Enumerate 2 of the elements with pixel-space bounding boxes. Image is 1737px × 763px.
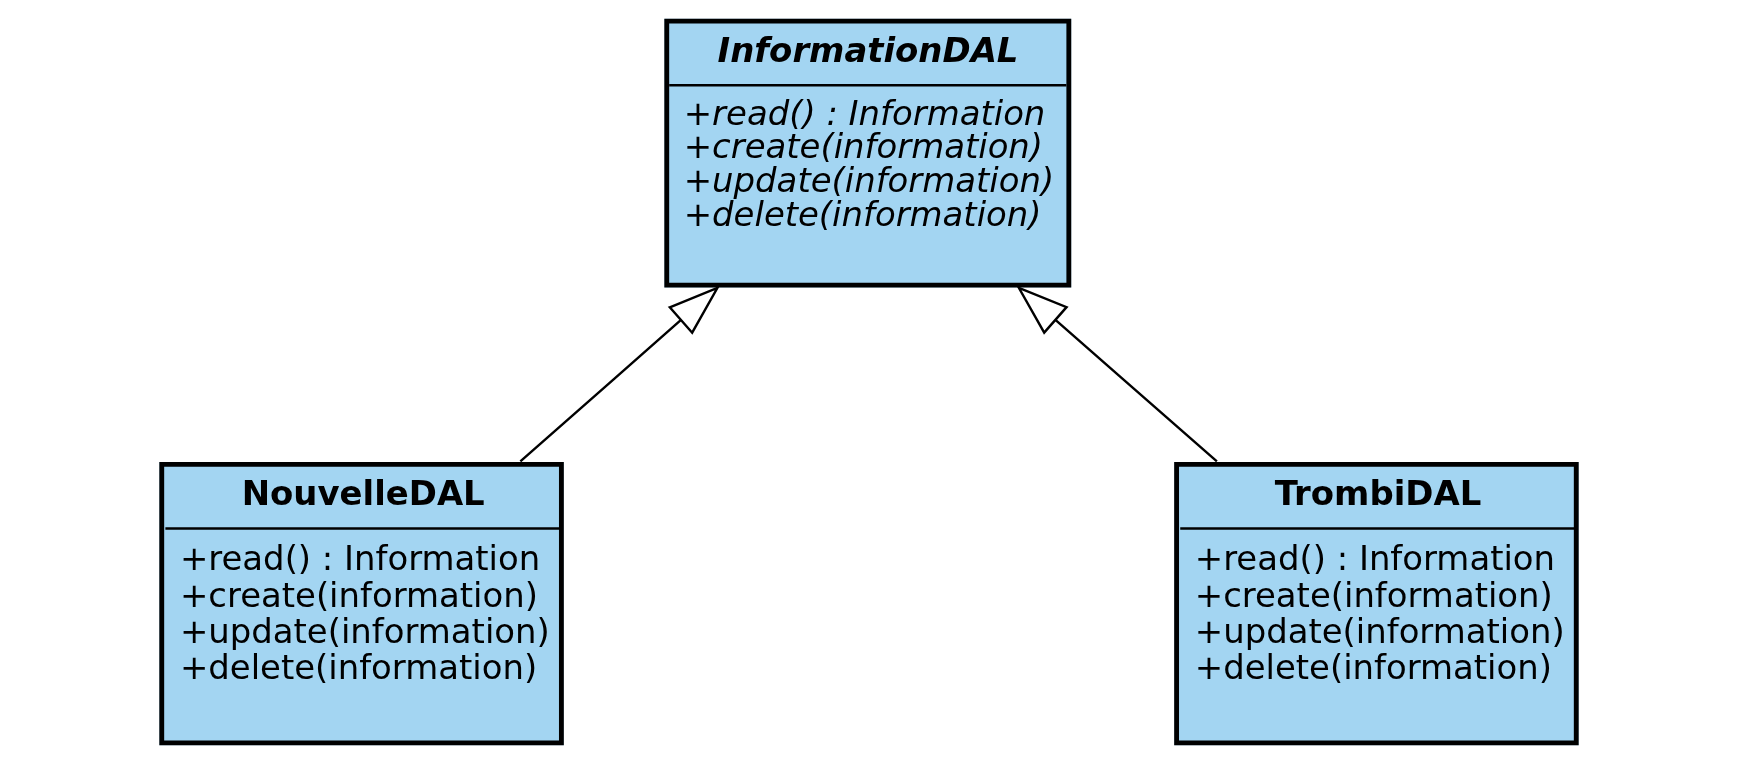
arrow xyxy=(519,285,720,462)
arrow xyxy=(1015,285,1218,462)
